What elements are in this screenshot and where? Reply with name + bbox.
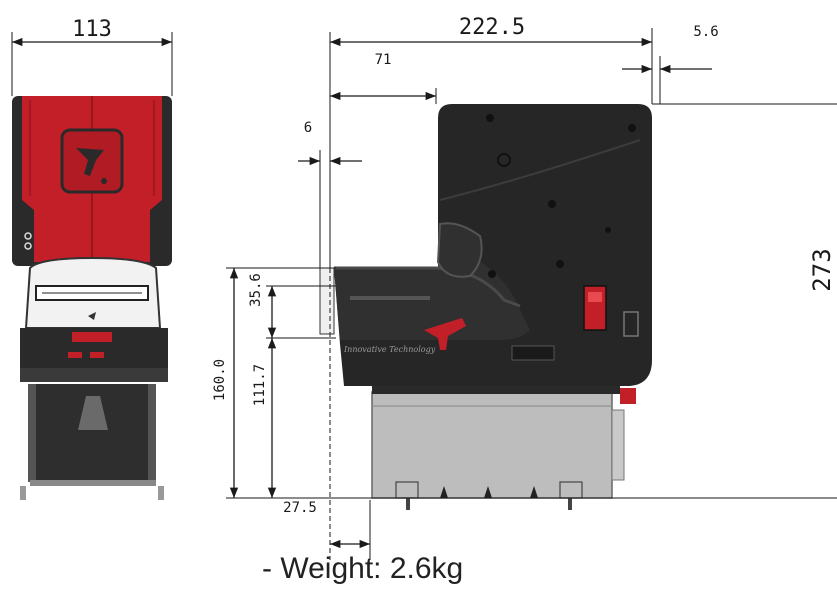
dim-left-offset: 6 (298, 120, 362, 166)
front-view (12, 96, 172, 500)
dim-overall-length-label: 222.5 (459, 15, 525, 40)
dim-overall-height: 273 (808, 248, 836, 291)
dim-left-offset-label: 6 (304, 120, 312, 136)
dim-front-width: 113 (11, 17, 173, 96)
dim-top-offset-label: 71 (375, 52, 392, 68)
dim-overall-height-label: 273 (808, 248, 836, 291)
dim-mid-height-label: 111.7 (252, 364, 268, 406)
front-logo-icon (60, 128, 124, 194)
side-view: Innovative Technology (319, 104, 652, 510)
dim-right-offset-label: 5.6 (693, 24, 718, 40)
dim-bottom-offset: 27.5 (283, 500, 370, 549)
weight-caption: - Weight: 2.6kg (262, 552, 464, 585)
reference-lines (226, 28, 837, 560)
dim-overall-length: 222.5 (330, 15, 652, 47)
brand-text: Innovative Technology (343, 345, 436, 354)
dim-bottom-offset-label: 27.5 (283, 500, 317, 516)
dim-mid-height: 111.7 (252, 338, 277, 498)
dim-right-offset: 5.6 (622, 24, 719, 74)
dim-base-height-label: 160.0 (212, 359, 228, 401)
dim-base-height: 160.0 (212, 268, 239, 498)
dim-front-width-label: 113 (72, 17, 112, 42)
dim-top-offset: 71 (330, 52, 436, 101)
dim-entry-height: 35.6 (248, 273, 277, 338)
dim-entry-height-label: 35.6 (248, 273, 264, 307)
